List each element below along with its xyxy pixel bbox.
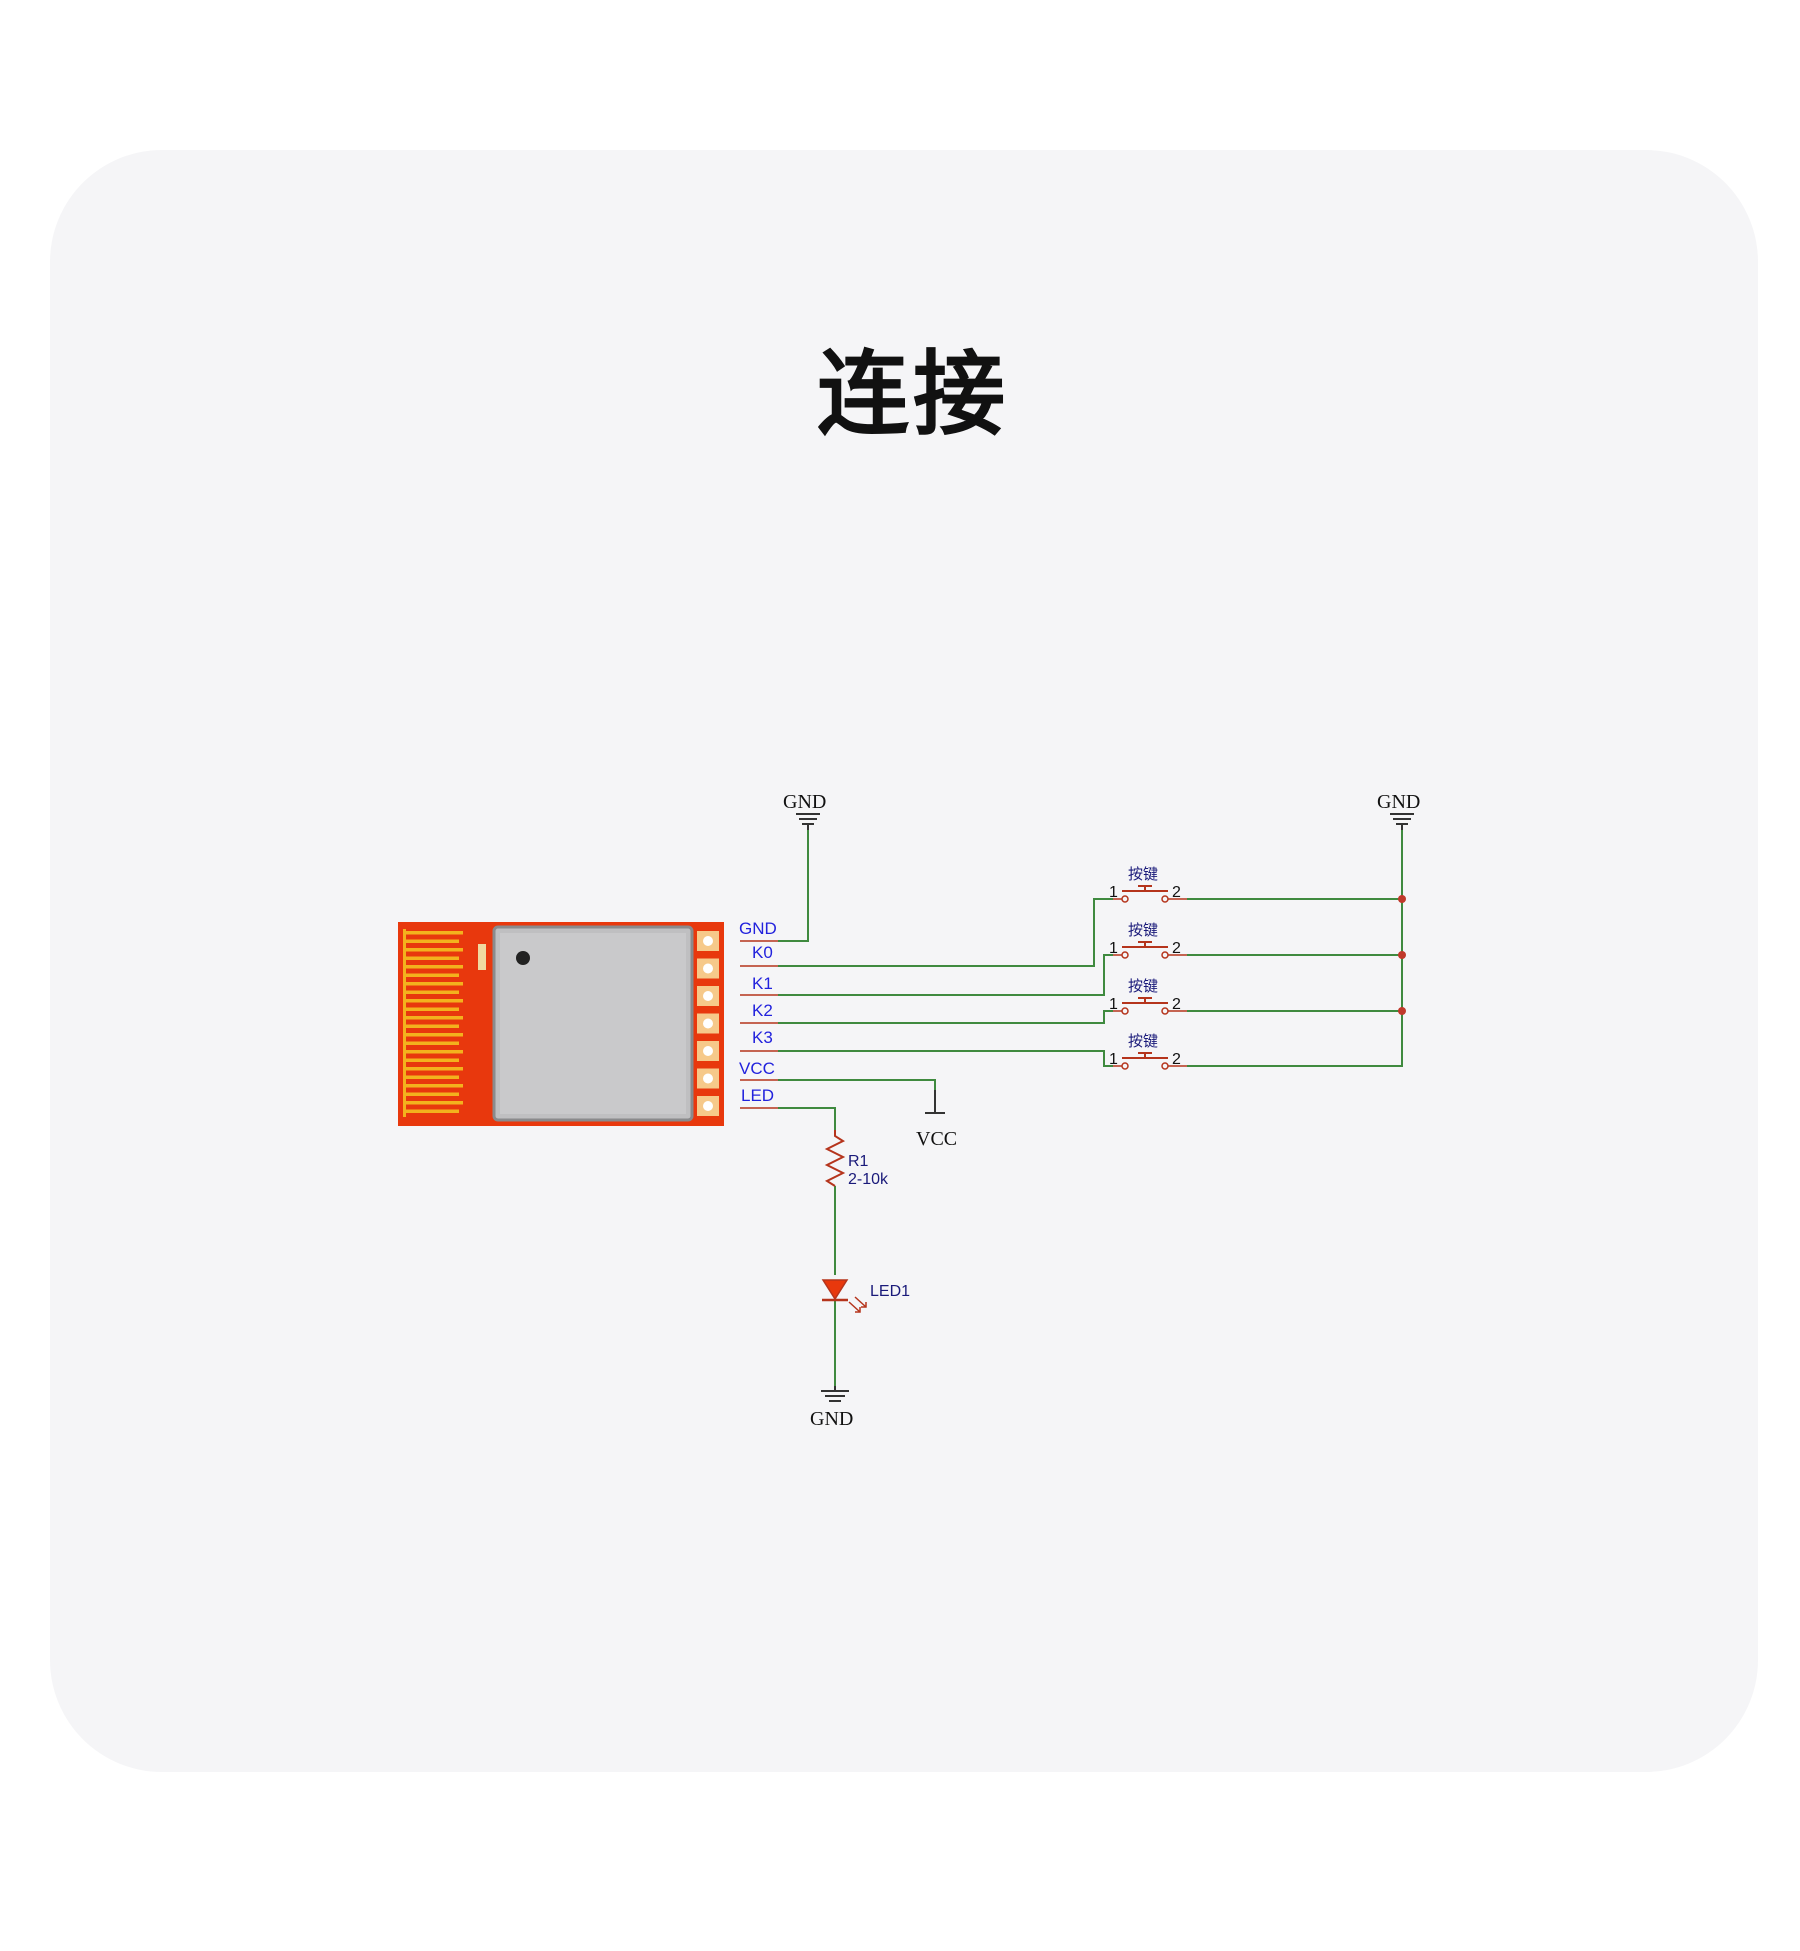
antenna-trace — [403, 982, 463, 986]
push-button-3: 按键 1 2 — [1109, 977, 1187, 1015]
pin-stubs — [740, 940, 778, 1109]
module-shield-surface — [500, 933, 686, 1114]
antenna-trace — [403, 1101, 463, 1105]
antenna-trace — [403, 1033, 463, 1037]
button-label: 按键 — [1128, 1032, 1158, 1050]
antenna-trace — [403, 1075, 459, 1079]
svg-text:GND: GND — [1377, 791, 1420, 813]
led-led1: LED1 — [821, 1279, 910, 1313]
push-button-2: 按键 1 2 — [1109, 921, 1187, 959]
button-pin1: 1 — [1109, 884, 1118, 901]
button-label: 按键 — [1128, 865, 1158, 883]
button-contact — [1121, 895, 1129, 903]
button-label: 按键 — [1128, 921, 1158, 939]
pin-label-k3: K3 — [752, 1028, 773, 1047]
button-pin1: 1 — [1109, 940, 1118, 957]
antenna-trace — [403, 931, 463, 935]
junction — [1398, 951, 1406, 959]
module-pad-hole — [703, 1046, 713, 1056]
button-pin2: 2 — [1172, 940, 1181, 957]
button-pin2: 2 — [1172, 1051, 1181, 1068]
wire-k1 — [778, 954, 1113, 996]
module-silkscreen — [478, 944, 486, 970]
wire-k2 — [778, 1010, 1113, 1024]
resistor-r1: R1 2-10k — [824, 1130, 889, 1188]
pin-label-k1: K1 — [752, 974, 773, 993]
vcc-symbol: VCC — [916, 1090, 957, 1150]
pin-label-gnd: GND — [739, 919, 777, 938]
wire-gnd-module — [778, 828, 809, 942]
button-pin2: 2 — [1172, 996, 1181, 1013]
wire-gnd-bus — [1187, 898, 1403, 1067]
content-panel — [50, 150, 1758, 1772]
wireless-module — [398, 922, 724, 1126]
button-pin2: 2 — [1172, 884, 1181, 901]
module-pad-hole — [703, 1018, 713, 1029]
wires — [778, 828, 1403, 1388]
button-contact — [1161, 1062, 1169, 1070]
antenna-trace — [403, 1058, 459, 1062]
pin1-marker — [516, 951, 530, 965]
antenna-traces — [403, 929, 463, 1117]
antenna-trace — [403, 1067, 463, 1071]
push-buttons: 按键 1 2 按键 1 2 按键 1 2 按键 1 2 — [1109, 865, 1187, 1070]
antenna-trace — [403, 1084, 463, 1088]
svg-text:GND: GND — [810, 1408, 853, 1430]
module-pad-hole — [703, 1073, 713, 1084]
antenna-trace — [403, 1007, 459, 1011]
antenna-trace — [403, 1016, 463, 1020]
svg-text:GND: GND — [783, 791, 826, 813]
antenna-trace — [403, 973, 459, 977]
module-pad-hole — [703, 1101, 713, 1111]
antenna-spine — [403, 929, 406, 1117]
antenna-trace — [403, 1092, 459, 1096]
module-pad-hole — [703, 991, 713, 1001]
svg-text:VCC: VCC — [916, 1128, 957, 1150]
antenna-trace — [403, 956, 459, 960]
resistor-value: 2-10k — [848, 1171, 889, 1188]
button-contact — [1161, 951, 1169, 959]
module-pad-hole — [703, 936, 713, 946]
junctions — [1398, 895, 1406, 1015]
wire-led-top — [778, 1107, 836, 1130]
push-button-1: 按键 1 2 — [1109, 865, 1187, 903]
resistor-ref: R1 — [848, 1153, 869, 1170]
antenna-trace — [403, 1050, 463, 1054]
antenna-trace — [403, 990, 459, 994]
button-contact — [1161, 895, 1169, 903]
antenna-trace — [403, 1024, 459, 1028]
pin-labels: GND K0 K1 K2 K3 VCC LED — [739, 919, 777, 1105]
gnd-symbol-top-right: GND — [1377, 791, 1420, 830]
button-contact — [1121, 951, 1129, 959]
led-ref: LED1 — [870, 1283, 910, 1300]
gnd-symbol-top-left: GND — [783, 791, 826, 830]
module-pad-hole — [703, 963, 713, 974]
antenna-trace — [403, 1041, 459, 1045]
wire-k3 — [778, 1050, 1113, 1067]
pin-label-led: LED — [741, 1086, 774, 1105]
pin-label-vcc: VCC — [739, 1059, 775, 1078]
button-contact — [1121, 1062, 1129, 1070]
module-pads — [697, 931, 719, 1116]
pin-label-k2: K2 — [752, 1001, 773, 1020]
wire-vcc — [778, 1079, 936, 1090]
pin-label-k0: K0 — [752, 943, 773, 962]
button-contact — [1161, 1007, 1169, 1015]
antenna-trace — [403, 948, 463, 952]
gnd-symbol-bottom: GND — [810, 1386, 853, 1430]
junction — [1398, 895, 1406, 903]
button-pin1: 1 — [1109, 996, 1118, 1013]
push-button-4: 按键 1 2 — [1109, 1032, 1187, 1070]
junction — [1398, 1007, 1406, 1015]
antenna-trace — [403, 1109, 459, 1113]
wire-k0 — [778, 898, 1113, 967]
button-label: 按键 — [1128, 977, 1158, 995]
antenna-trace — [403, 965, 463, 969]
antenna-trace — [403, 999, 463, 1003]
page-title: 连接 — [816, 341, 1009, 448]
button-pin1: 1 — [1109, 1051, 1118, 1068]
button-contact — [1121, 1007, 1129, 1015]
antenna-trace — [403, 939, 459, 943]
